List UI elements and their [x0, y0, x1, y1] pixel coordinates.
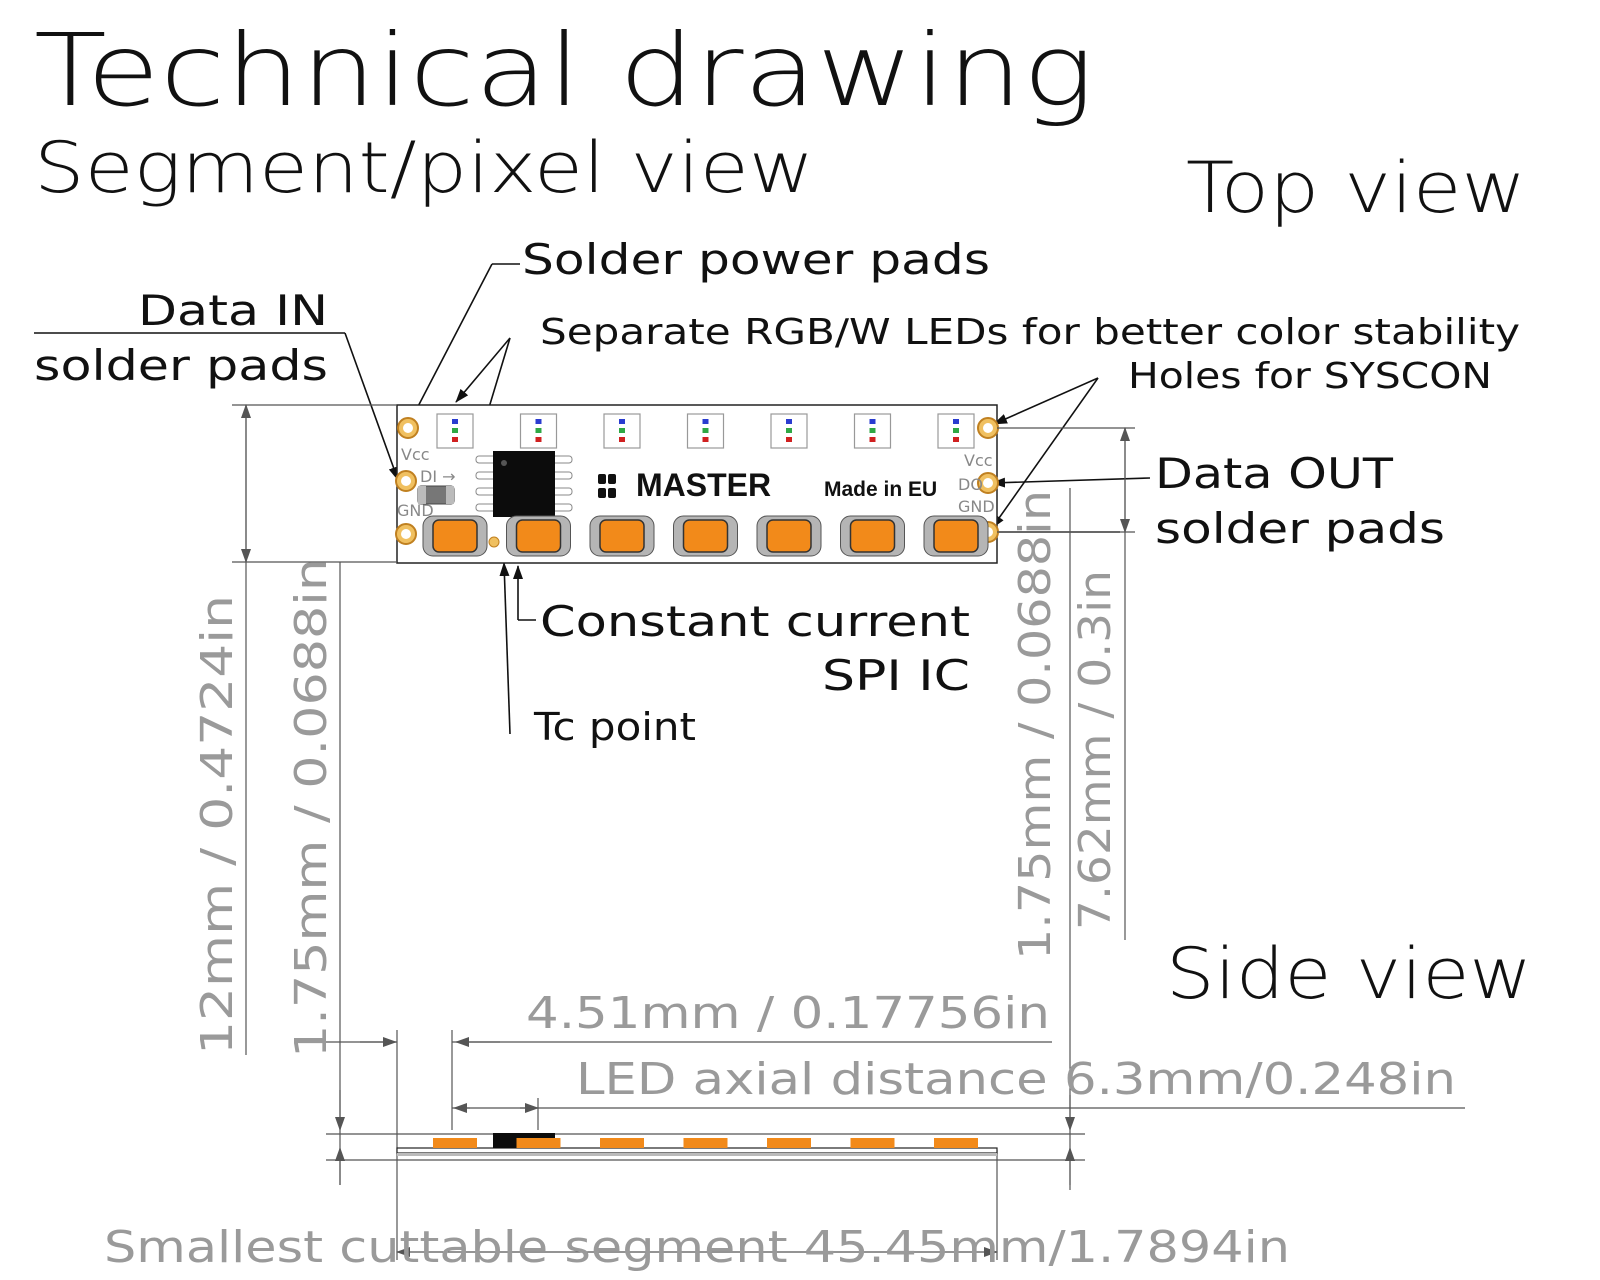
rgb-led	[937, 413, 975, 449]
orange-led	[589, 515, 655, 557]
rgb-led	[770, 413, 808, 449]
pcb-side-view	[396, 1133, 998, 1156]
dim-pad-offset-left: 1.75mm / 0.0688in	[286, 558, 337, 1058]
rgb-led	[686, 413, 725, 449]
side-led	[850, 1138, 895, 1148]
rgb-led	[853, 413, 892, 449]
side-led	[600, 1138, 644, 1148]
dim-led-width: 4.51mm / 0.17756in	[526, 988, 1050, 1039]
orange-led	[422, 515, 488, 557]
dimension-lines	[232, 404, 1465, 1260]
label-data-in-1: Data IN	[138, 286, 328, 335]
label-separate-leds: Separate RGB/W LEDs for better color sta…	[540, 312, 1520, 353]
tc-point-dot	[488, 536, 500, 548]
dim-pad-offset-right: 1.75mm / 0.0688in	[1010, 490, 1061, 960]
pcb-label-do: DO	[958, 475, 983, 494]
spi-ic	[475, 451, 573, 517]
side-led-row	[433, 1138, 978, 1148]
pcb-label-vcc-right: Vcc	[964, 451, 993, 470]
dim-segment: Smallest cuttable segment 45.45mm/1.7894…	[104, 1222, 1290, 1273]
label-data-out-1: Data OUT	[1155, 449, 1393, 498]
top-view-label: Top view	[1186, 147, 1526, 229]
label-holes-syscon: Holes for SYSCON	[1128, 356, 1492, 397]
orange-led	[673, 515, 738, 557]
side-led	[433, 1138, 477, 1148]
dim-hole-spacing: 7.62mm / 0.3in	[1070, 570, 1121, 930]
orange-led	[506, 515, 571, 557]
side-led	[516, 1138, 561, 1148]
orange-led	[923, 515, 989, 557]
label-constant-current-2: SPI IC	[822, 651, 970, 700]
main-title: Technical drawing	[34, 12, 1094, 129]
rgb-led	[436, 413, 474, 449]
side-led	[767, 1138, 811, 1148]
label-solder-power-pads: Solder power pads	[522, 235, 990, 284]
orange-led	[840, 515, 905, 557]
subtitle: Segment/pixel view	[34, 127, 814, 209]
white-led-row	[422, 515, 989, 557]
label-constant-current-1: Constant current	[540, 597, 970, 646]
made-in-text: Made in EU	[824, 478, 937, 501]
orange-led	[756, 515, 822, 557]
pcb-label-vcc-left: Vcc	[401, 445, 430, 464]
side-led	[934, 1138, 978, 1148]
pcb-label-di: DI →	[420, 467, 456, 486]
rgb-led	[603, 413, 641, 449]
pcb-label-gnd-right: GND	[958, 497, 995, 516]
dim-led-axial: LED axial distance 6.3mm/0.248in	[576, 1054, 1456, 1105]
side-led	[683, 1138, 728, 1148]
label-data-in-2: solder pads	[34, 341, 328, 390]
label-data-out-2: solder pads	[1155, 504, 1445, 553]
dim-width-12mm: 12mm / 0.4724in	[192, 595, 243, 1055]
pcb-top-view: Vcc DI → GND Vcc DO GND MASTER Made in	[395, 404, 999, 564]
side-view-label: Side view	[1166, 933, 1532, 1015]
rgb-led	[519, 413, 558, 449]
label-tc-point: Tc point	[533, 705, 696, 749]
pcb-label-gnd-left: GND	[397, 501, 434, 520]
rgb-led-row	[436, 413, 975, 449]
brand-text: MASTER	[636, 467, 771, 503]
master-logo	[598, 474, 616, 498]
